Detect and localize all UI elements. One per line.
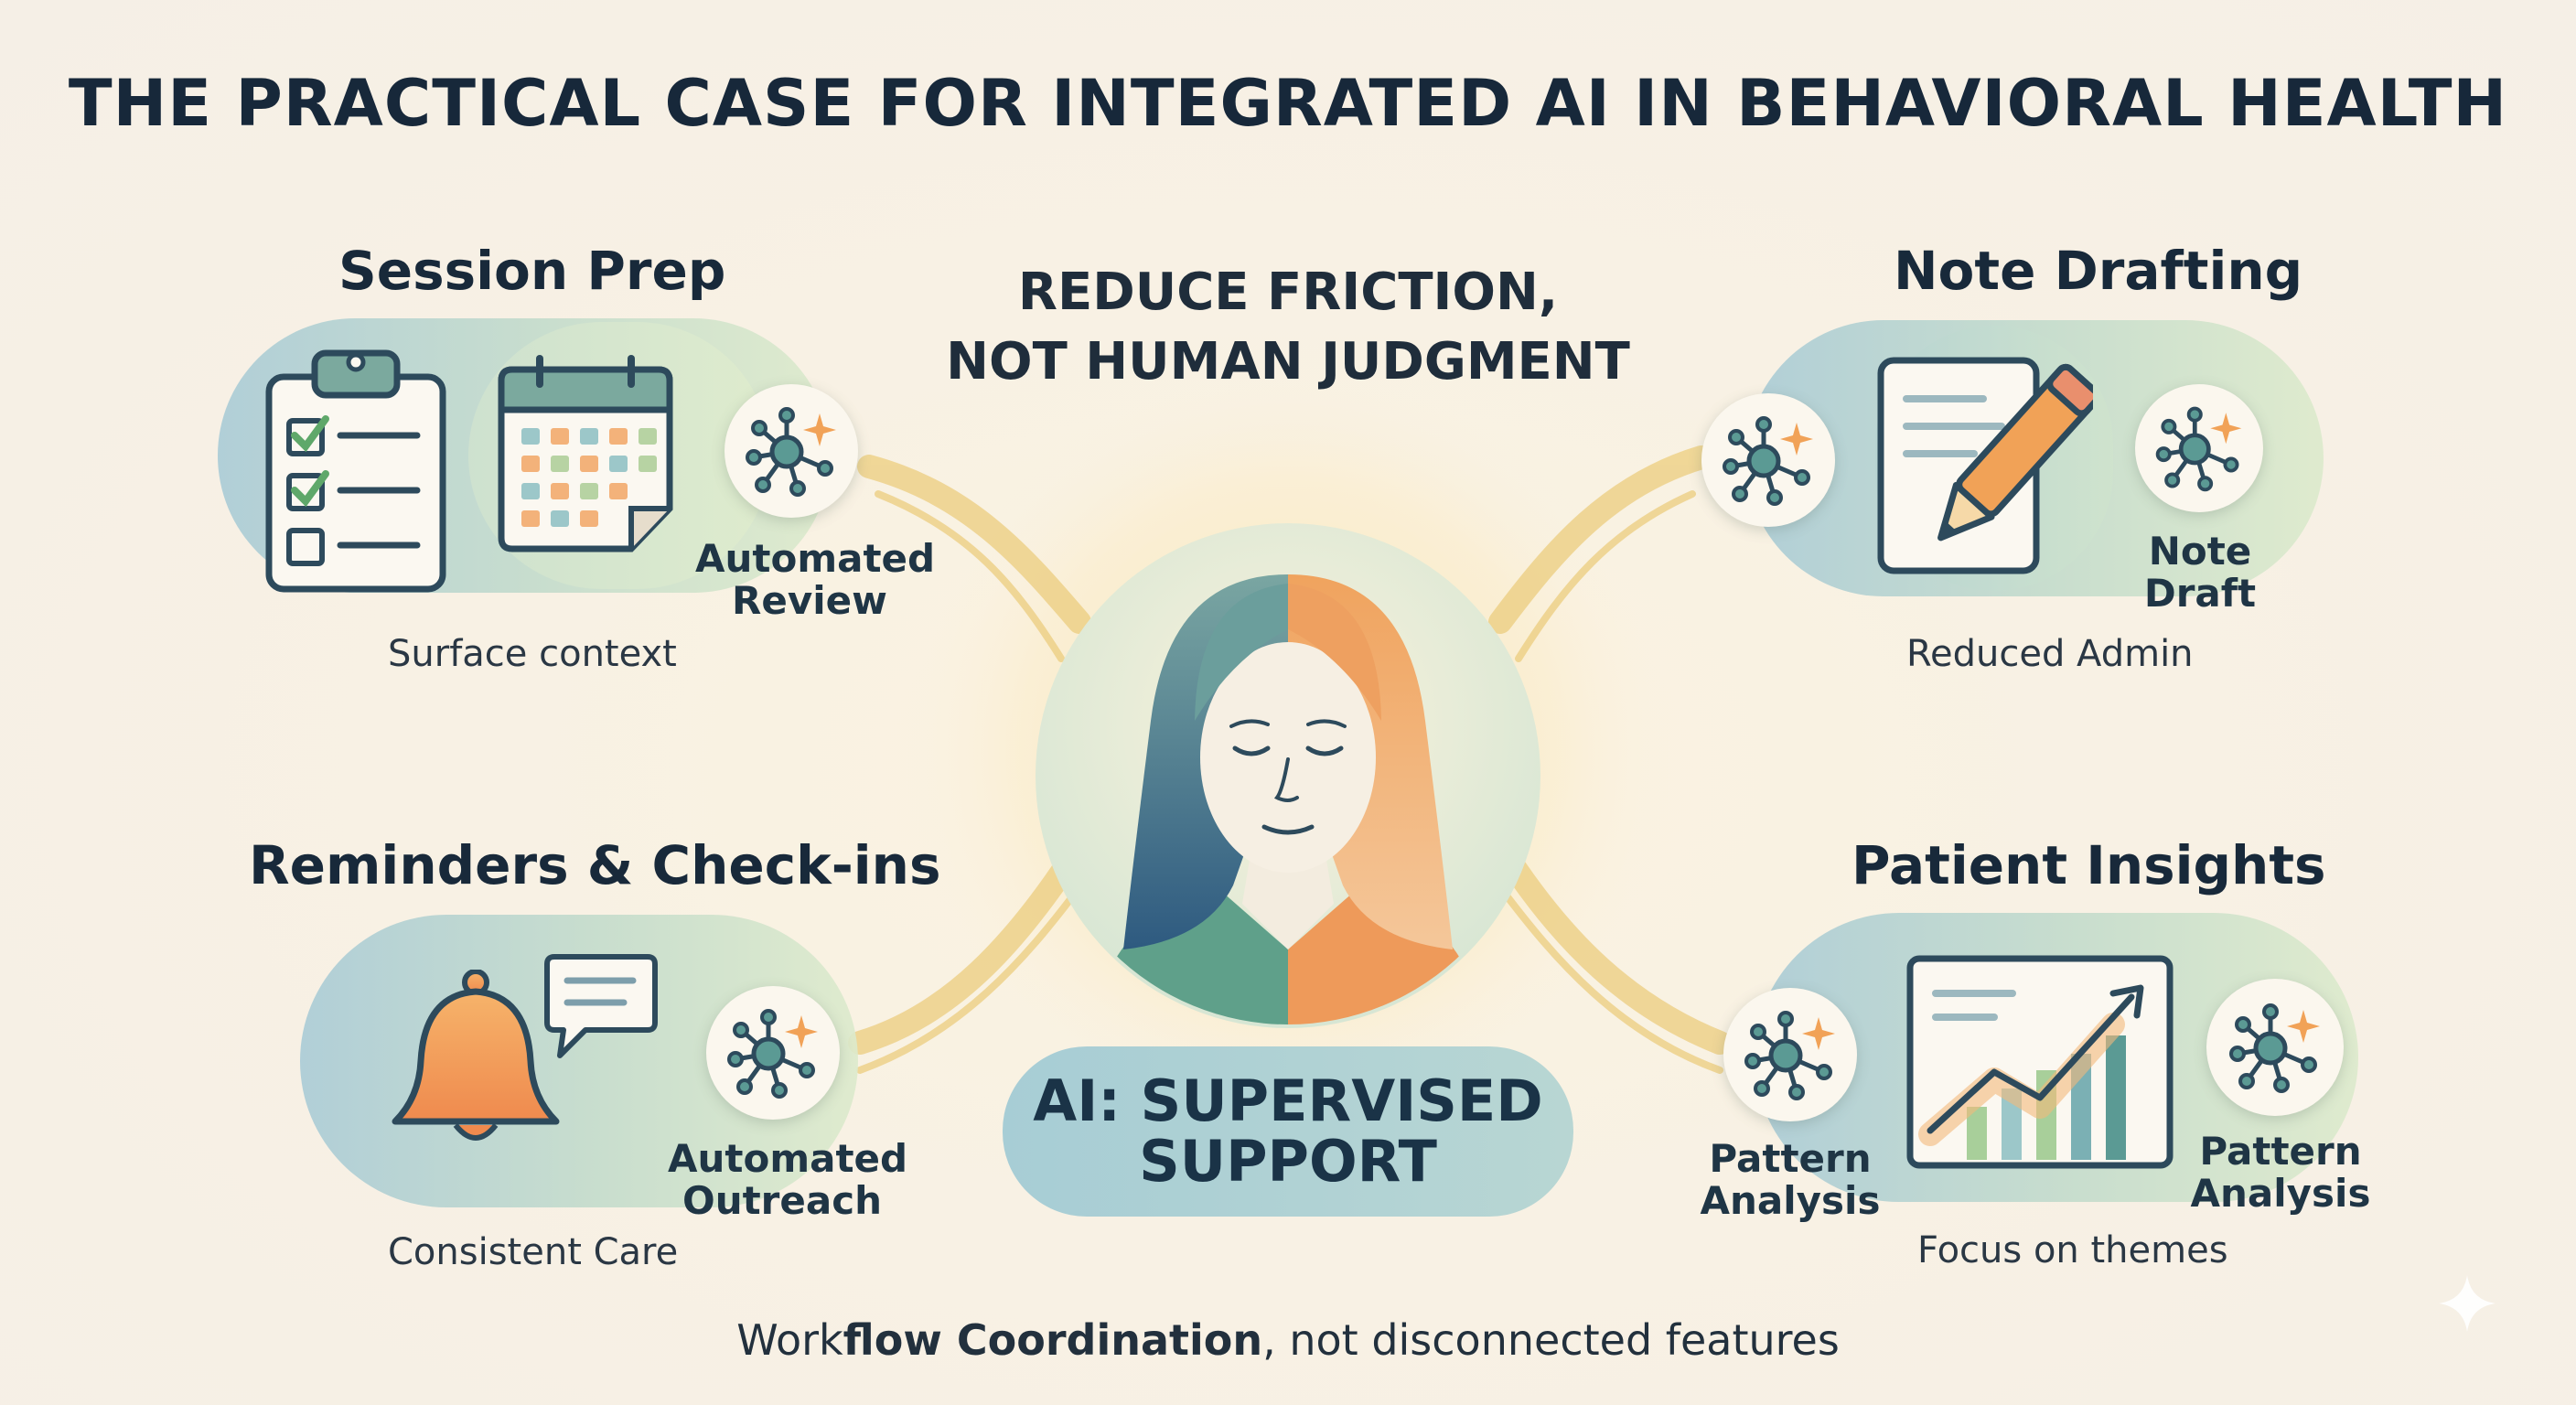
- ai-label-line-1: Automated: [695, 536, 936, 581]
- footer-part-2: flow Coordination: [843, 1315, 1263, 1365]
- caption-patient-insights: Focus on themes: [1917, 1229, 2228, 1271]
- ai-label-line-2: Draft: [2143, 571, 2257, 616]
- ai-label-line-2: Analysis: [1700, 1178, 1881, 1223]
- ai-label-line-2: Analysis: [2190, 1171, 2371, 1216]
- sparkle-icon: [2439, 1275, 2496, 1332]
- ai-badge-note-drafting-right: [2135, 384, 2263, 512]
- connector-patient-insights: [1497, 848, 1732, 1055]
- calendar-icon: [498, 355, 673, 552]
- page-title: THE PRACTICAL CASE FOR INTEGRATED AI IN …: [68, 66, 2508, 141]
- supervised-support-badge: AI: SUPERVISED SUPPORT: [1003, 1046, 1573, 1217]
- ai-network-icon: [1744, 1011, 1835, 1100]
- connector-reminders: [848, 848, 1082, 1055]
- ai-label-insights-left: Pattern Analysis: [1694, 1138, 1886, 1222]
- ai-label-line-1: Pattern: [2199, 1129, 2362, 1174]
- section-title-note-drafting: Note Drafting: [1894, 240, 2303, 302]
- ai-network-icon: [1723, 416, 1813, 506]
- ai-label-line-2: Review: [732, 578, 887, 623]
- growth-chart-icon: [1906, 955, 2174, 1169]
- bell-icon: [392, 970, 560, 1141]
- caption-reminders: Consistent Care: [388, 1231, 679, 1273]
- support-line-2: SUPPORT: [1139, 1128, 1437, 1195]
- ai-network-icon: [2155, 406, 2242, 492]
- caption-session-prep: Surface context: [388, 633, 677, 675]
- footer-part-3: , not disconnected features: [1262, 1315, 1840, 1365]
- ai-network-icon: [2229, 1003, 2320, 1093]
- ai-label-line-1: Note: [2148, 529, 2252, 574]
- ai-label-reminders: Automated Outreach: [668, 1136, 908, 1223]
- supervised-support-text: AI: SUPERVISED SUPPORT: [1033, 1071, 1543, 1192]
- connector-note-drafting: [1488, 445, 1713, 634]
- ai-label-line-2: Outreach: [682, 1178, 883, 1223]
- tagline-line-2: NOT HUMAN JUDGMENT: [946, 332, 1630, 391]
- ai-network-icon: [746, 407, 836, 497]
- ai-label-insights-right: Pattern Analysis: [2184, 1131, 2377, 1215]
- chat-bubble-icon: [544, 954, 658, 1058]
- ai-label-line-1: Pattern: [1709, 1136, 1872, 1181]
- ai-badge-reminders: [706, 986, 840, 1120]
- ai-badge-insights-right: [2206, 979, 2344, 1116]
- ai-label-session-prep: Automated Review: [695, 536, 936, 623]
- footer-part-1: Work: [736, 1315, 843, 1365]
- ai-badge-note-drafting-left: [1701, 393, 1835, 527]
- section-title-reminders: Reminders & Check-ins: [249, 834, 941, 896]
- ai-badge-session-prep: [724, 384, 858, 518]
- tagline-line-1: REDUCE FRICTION,: [1017, 263, 1559, 322]
- support-line-1: AI: SUPERVISED: [1033, 1067, 1543, 1134]
- ai-label-line-1: Automated: [668, 1136, 908, 1181]
- ai-badge-insights-left: [1723, 988, 1857, 1121]
- ai-network-icon: [727, 1009, 818, 1099]
- center-tagline: REDUCE FRICTION, NOT HUMAN JUDGMENT: [823, 258, 1753, 397]
- section-title-session-prep: Session Prep: [338, 240, 726, 302]
- footer-note: Workflow Coordination, not disconnected …: [0, 1315, 2576, 1365]
- ai-label-note-drafting: Note Draft: [2122, 531, 2278, 615]
- clinician-portrait: [1036, 523, 1540, 1028]
- document-pencil-icon: [1877, 357, 2093, 574]
- caption-note-drafting: Reduced Admin: [1906, 633, 2194, 675]
- clipboard-checklist-icon: [265, 349, 446, 593]
- section-title-patient-insights: Patient Insights: [1852, 834, 2326, 896]
- connector-session-prep: [857, 455, 1091, 634]
